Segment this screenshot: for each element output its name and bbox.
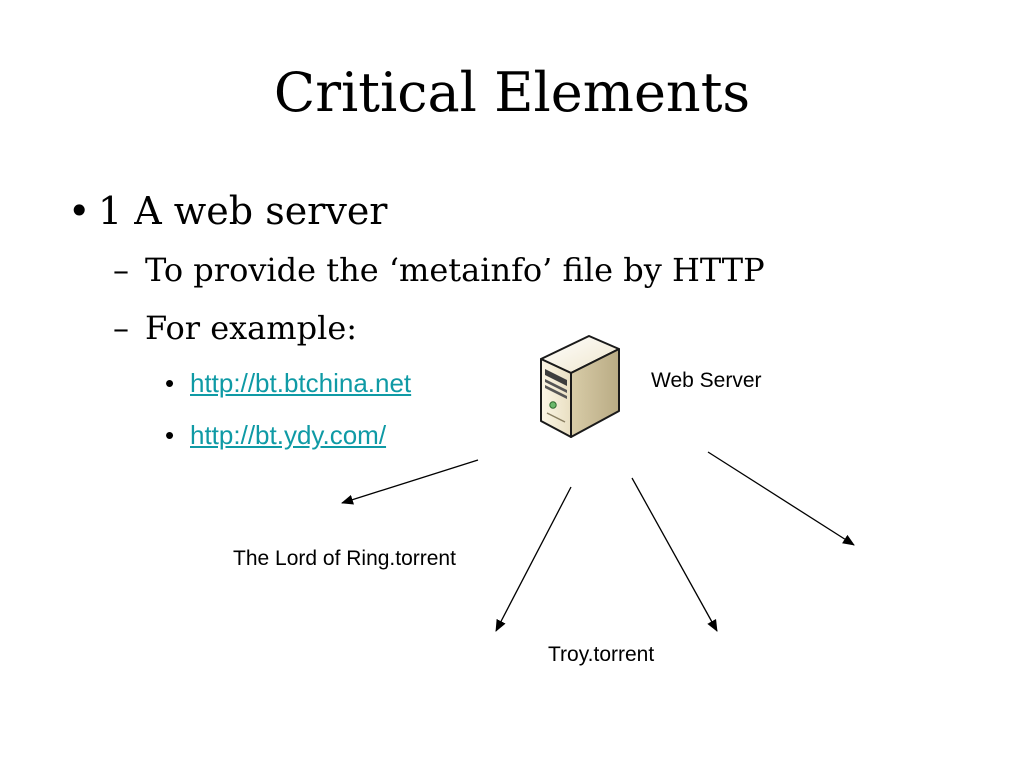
torrent-file-label-lotr: The Lord of Ring.torrent (233, 547, 456, 570)
arrow-to-lower-left (495, 486, 572, 632)
dash-marker: – (113, 251, 129, 289)
bullet-marker: • (68, 189, 91, 233)
web-server-label: Web Server (651, 369, 762, 392)
link-item-ydy: • http://bt.ydy.com/ (165, 416, 386, 455)
arrow-to-lower-right (631, 477, 718, 632)
torrent-file-label-troy: Troy.torrent (548, 643, 655, 666)
dash-marker: – (113, 309, 129, 347)
slide-title: Critical Elements (273, 61, 751, 124)
link-btchina[interactable]: http://bt.btchina.net (190, 368, 412, 398)
server-tower-icon (540, 335, 620, 438)
bullet-marker: • (165, 368, 175, 398)
arrow-to-right (707, 451, 855, 546)
sub-bullet-text: For example: (145, 309, 358, 347)
sub-bullet-example: –For example: (113, 306, 357, 350)
sub-bullet-metainfo: –To provide the ‘metainfo’ file by HTTP (113, 248, 765, 292)
arrow-to-left (341, 459, 479, 505)
link-item-btchina: • http://bt.btchina.net (165, 364, 411, 403)
bullet-text: 1 A web server (98, 189, 388, 233)
bullet-marker: • (165, 420, 175, 450)
link-ydy[interactable]: http://bt.ydy.com/ (190, 420, 387, 450)
bullet-web-server: •1 A web server (68, 186, 387, 236)
sub-bullet-text: To provide the ‘metainfo’ file by HTTP (145, 251, 765, 289)
